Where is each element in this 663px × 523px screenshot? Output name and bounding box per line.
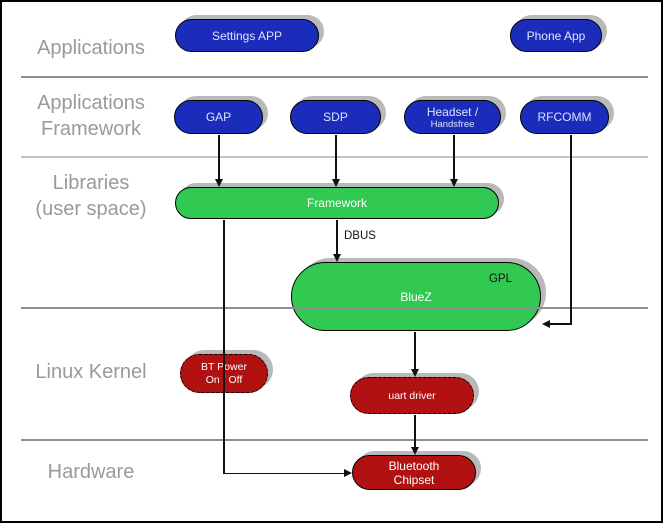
arrowhead-icon xyxy=(410,369,419,377)
node-label: BlueZ xyxy=(400,289,432,304)
layer-label-line: Applications xyxy=(37,92,145,114)
node-gap: GAP xyxy=(174,100,263,134)
node-rfcomm: RFCOMM xyxy=(520,100,609,134)
layer-label-applications-framework: Applications Framework xyxy=(16,90,166,142)
edge-uart-to-chipset-line xyxy=(414,415,416,448)
node-settings-app: Settings APP xyxy=(175,19,319,52)
node-headset-handsfree: Headset / Handsfree xyxy=(404,100,501,134)
edge-rfcomm-to-bluez-line xyxy=(570,135,572,324)
layer-label-applications: Applications xyxy=(37,37,145,59)
layer-label-hardware: Hardware xyxy=(47,461,135,483)
edge-gap-to-framework-line xyxy=(218,135,220,180)
layer-label-line: (user space) xyxy=(35,198,147,220)
node-label: uart driver xyxy=(388,389,436,402)
arrowhead-icon xyxy=(344,469,352,477)
arrowhead-icon xyxy=(332,254,341,262)
edge-framework-to-bluez-line xyxy=(336,220,338,255)
node-label: SDP xyxy=(323,110,348,124)
node-label: Headset / xyxy=(426,104,479,119)
layer-divider xyxy=(21,76,648,78)
node-label: GAP xyxy=(205,110,232,124)
node-label: Chipset xyxy=(393,472,435,487)
node-bluetooth-chipset: Bluetooth Chipset xyxy=(352,455,476,490)
edge-sdp-to-framework-line xyxy=(335,135,337,180)
node-phone-app: Phone App xyxy=(510,19,602,52)
layer-divider xyxy=(21,439,648,441)
node-label: Settings APP xyxy=(211,28,283,43)
layer-divider xyxy=(21,307,648,309)
node-bluez: GPL BlueZ xyxy=(291,262,541,331)
node-sdp: SDP xyxy=(290,100,381,134)
layer-label-libraries: Libraries (user space) xyxy=(16,170,166,222)
edge-bluez-to-uart-line xyxy=(414,332,416,370)
arrowhead-icon xyxy=(449,179,458,187)
layer-label-line: Libraries xyxy=(52,172,130,194)
edge-headset-to-framework-line xyxy=(453,135,455,180)
edge-framework-to-chipset-line xyxy=(224,472,345,475)
node-label: Bluetooth xyxy=(388,458,440,473)
layer-label-linux-kernel: Linux Kernel xyxy=(35,361,147,383)
node-uart-driver: uart driver xyxy=(350,377,474,414)
gpl-badge: GPL xyxy=(488,273,512,285)
dbus-edge-label: DBUS xyxy=(344,230,376,242)
arrowhead-icon xyxy=(214,179,223,187)
node-framework: Framework xyxy=(175,187,499,219)
arrowhead-icon xyxy=(542,319,550,328)
arrowhead-icon xyxy=(331,179,340,187)
layer-label-line: Framework xyxy=(40,118,141,140)
node-label: Handsfree xyxy=(430,118,475,130)
node-label: Framework xyxy=(306,196,367,210)
edge-rfcomm-to-bluez-line xyxy=(549,323,572,325)
layer-divider xyxy=(21,156,648,158)
arrowhead-icon xyxy=(410,447,419,455)
node-label: Phone App xyxy=(526,28,586,43)
edge-framework-to-chipset-line xyxy=(223,220,225,474)
node-label: RFCOMM xyxy=(537,110,592,124)
